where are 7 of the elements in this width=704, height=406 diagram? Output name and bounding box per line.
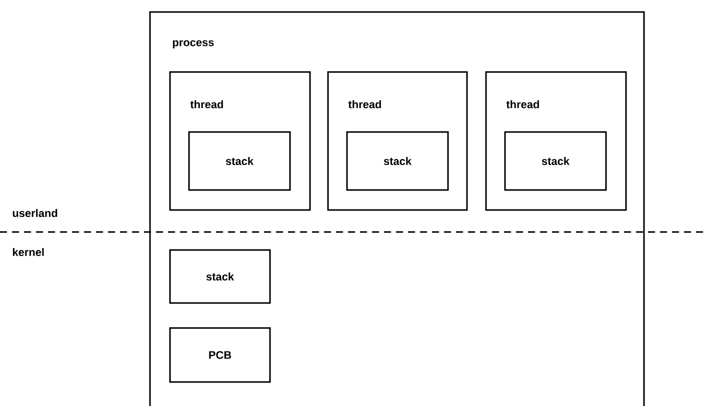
stack-box: PCB — [169, 327, 271, 383]
region-label: userland — [12, 208, 58, 218]
stack-box: stack — [504, 131, 607, 191]
region-label: kernel — [12, 248, 44, 256]
stack-box: stack — [346, 131, 449, 191]
stack-box: stack — [188, 131, 291, 191]
stack-box: stack — [169, 249, 271, 304]
